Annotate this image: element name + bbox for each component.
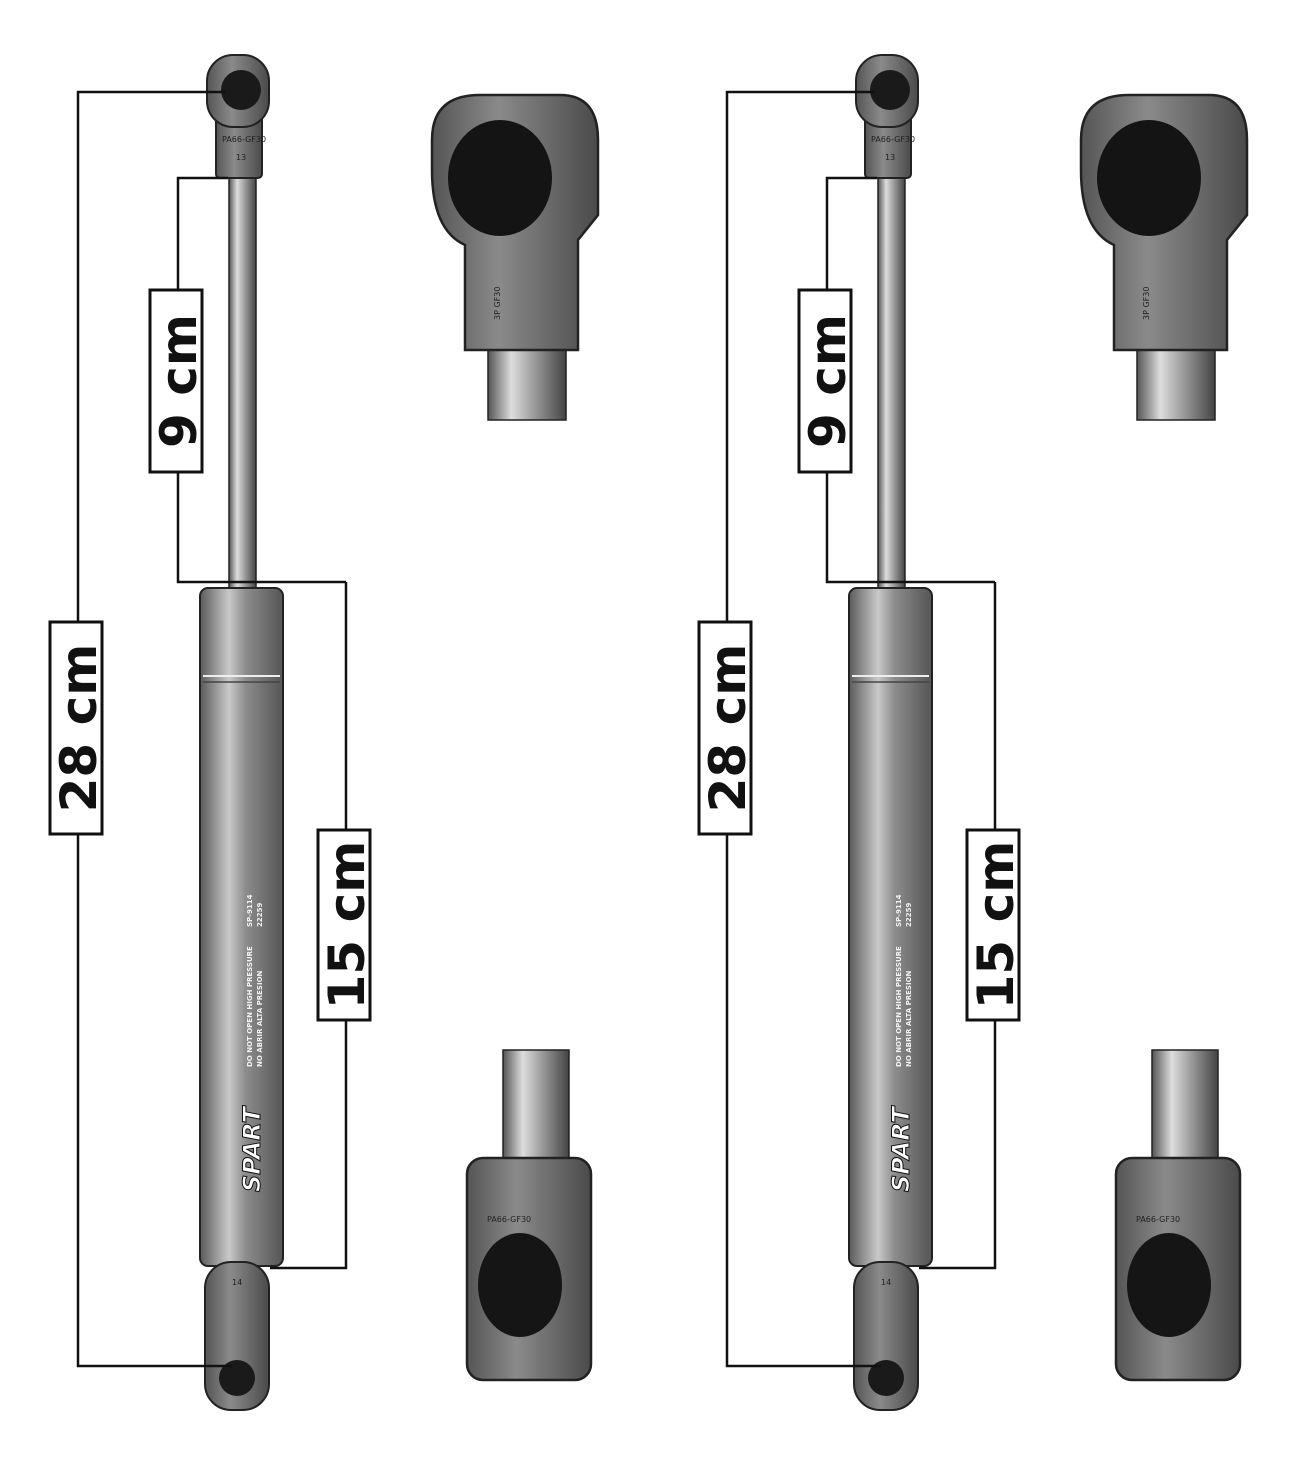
dimension-label-total: 28 cm: [50, 644, 108, 813]
top-end-fitting: PA66-GF30 13: [206, 54, 270, 179]
eyelet-hole: [478, 1233, 562, 1337]
brand-logo: SPART: [887, 1105, 915, 1192]
top-fitting-closeup: 3P GF30: [1079, 93, 1249, 421]
eyelet-hole: [868, 1360, 904, 1396]
dimension-body: 15 cm: [270, 582, 376, 1270]
dimension-rod: 9 cm: [797, 176, 995, 584]
closeup-bottom-marking: PA66-GF30: [1136, 1215, 1180, 1224]
top-end-fitting: PA66-GF30 13: [855, 54, 919, 179]
closeup-bottom-marking: PA66-GF30: [487, 1215, 531, 1224]
dimension-label-rod: 9 cm: [799, 314, 857, 448]
dimension-label-total: 28 cm: [699, 644, 757, 813]
dimension-label-body: 15 cm: [318, 841, 376, 1010]
brand-logo: SPART: [238, 1105, 266, 1192]
eyelet-hole: [1097, 120, 1201, 236]
eyelet-hole: [870, 70, 910, 110]
dimension-total: 28 cm: [48, 90, 232, 1368]
dimension-body: 15 cm: [919, 582, 1025, 1270]
closeup-top-marking: 3P GF30: [1142, 287, 1151, 320]
eyelet-hole: [221, 70, 261, 110]
dimension-total: 28 cm: [697, 90, 881, 1368]
strut-panel: PA66-GF30 13 SPART DO NOT OPEN HIGH PRES…: [697, 54, 1249, 1411]
bottom-fitting-closeup: PA66-GF30: [1114, 1049, 1242, 1382]
warning-label: DO NOT OPEN HIGH PRESSURE: [246, 946, 254, 1067]
gas-strut: PA66-GF30 13 SPART DO NOT OPEN HIGH PRES…: [848, 54, 933, 1411]
top-fitting-number: 13: [236, 153, 246, 162]
part-code: 22259: [905, 903, 913, 927]
dimension-label-body: 15 cm: [967, 841, 1025, 1010]
part-number: SP-9114: [895, 894, 903, 927]
warning-label-line2: NO ABRIR ALTA PRESION: [905, 970, 913, 1067]
top-fitting-number: 13: [885, 153, 895, 162]
eyelet-hole: [219, 1360, 255, 1396]
closeup-top-marking: 3P GF30: [493, 287, 502, 320]
piston-rod: [228, 171, 257, 593]
warning-label-line2: NO ABRIR ALTA PRESION: [256, 970, 264, 1067]
dimension-rod: 9 cm: [148, 176, 346, 584]
dimension-label-rod: 9 cm: [150, 314, 208, 448]
bottom-end-fitting: 14: [204, 1261, 270, 1411]
bottom-end-fitting: 14: [853, 1261, 919, 1411]
top-fitting-marking: PA66-GF30: [871, 135, 915, 144]
top-fitting-marking: PA66-GF30: [222, 135, 266, 144]
part-code: 22259: [256, 903, 264, 927]
bottom-fitting-number: 14: [232, 1278, 242, 1287]
strut-panel: PA66-GF30 13 SPART DO NOT OPEN HIGH PRES…: [48, 54, 600, 1411]
bottom-fitting-closeup: PA66-GF30: [465, 1049, 593, 1382]
warning-label: DO NOT OPEN HIGH PRESSURE: [895, 946, 903, 1067]
bottom-fitting-number: 14: [881, 1278, 891, 1287]
eyelet-hole: [448, 120, 552, 236]
top-fitting-closeup: 3P GF30: [430, 93, 600, 421]
part-number: SP-9114: [246, 894, 254, 927]
gas-strut: PA66-GF30 13 SPART DO NOT OPEN HIGH PRES…: [199, 54, 284, 1411]
eyelet-hole: [1127, 1233, 1211, 1337]
piston-rod: [877, 171, 906, 593]
